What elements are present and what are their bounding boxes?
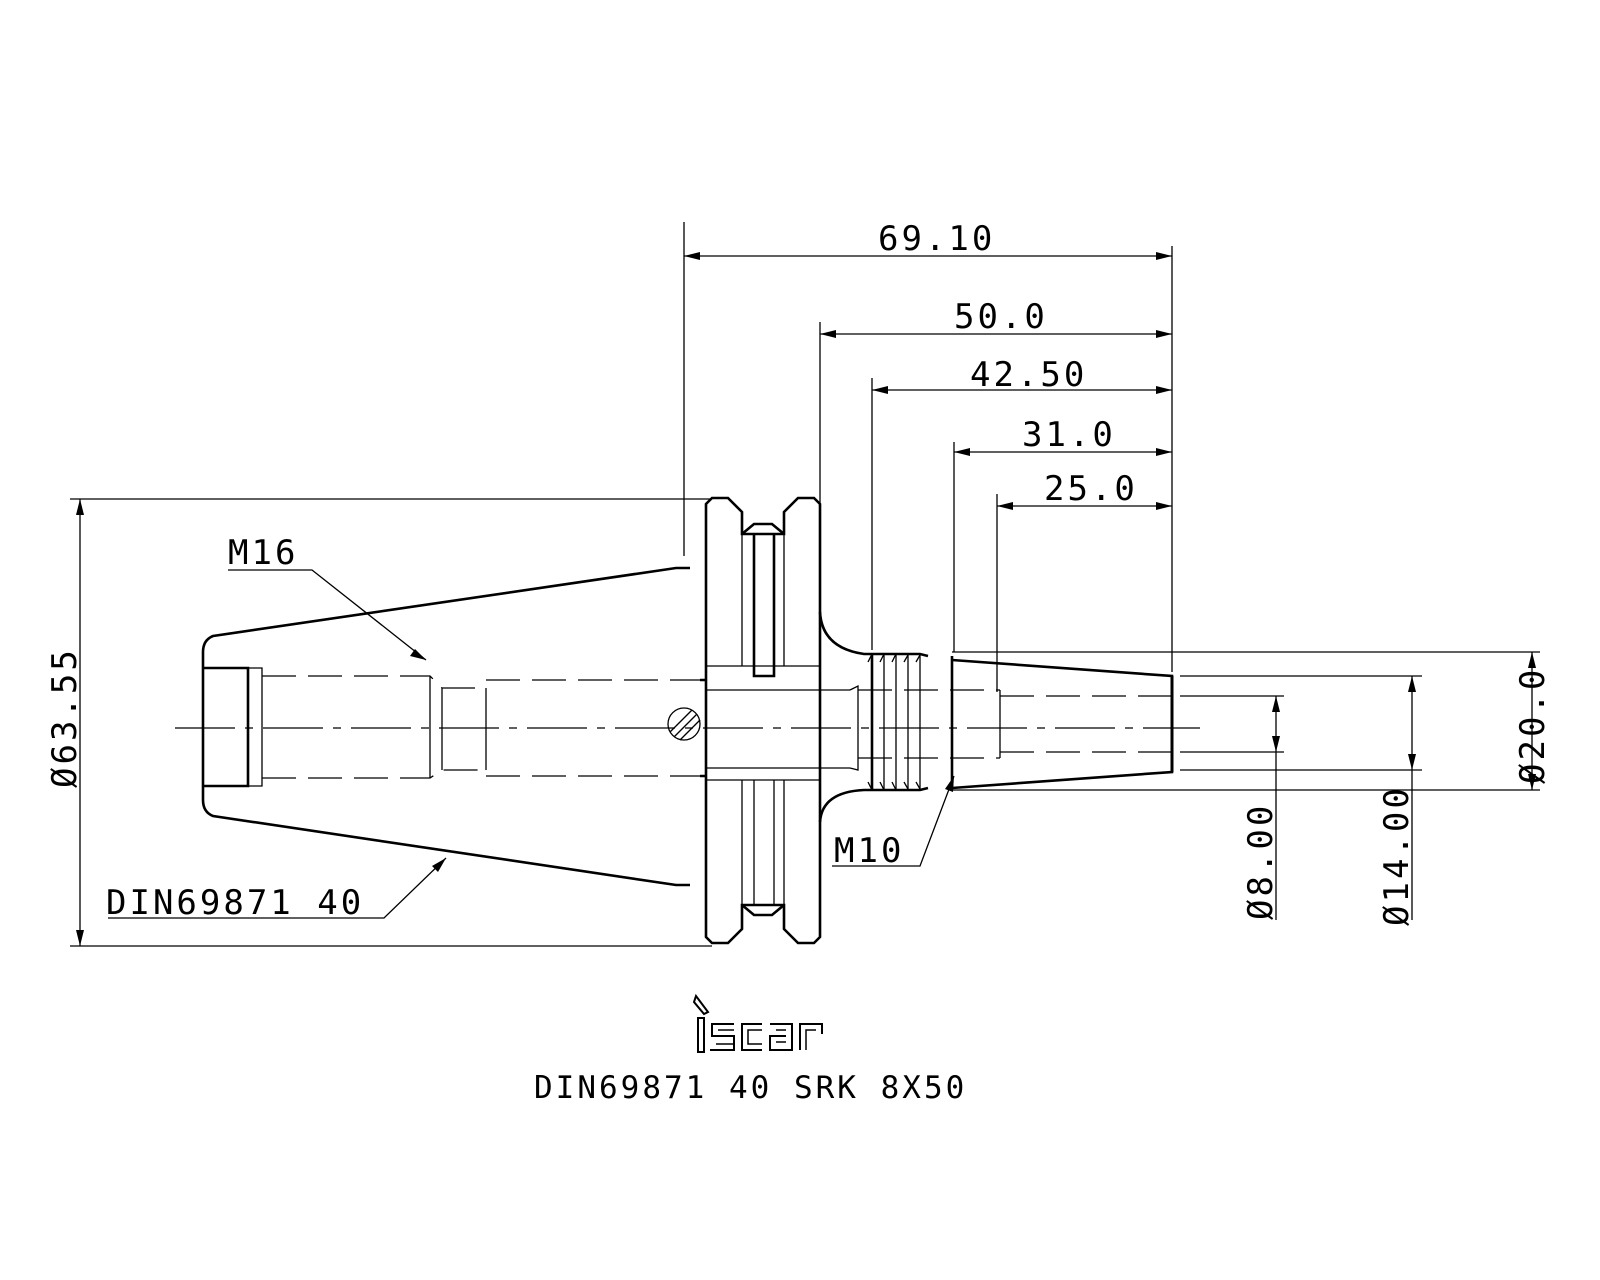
coolant-plug: [667, 707, 701, 741]
m10-leader: [832, 775, 955, 867]
dim-tip-diameter: Ø20.0: [1513, 667, 1553, 784]
dim-length-31: 31.0: [1022, 415, 1116, 455]
thread-section: [867, 652, 954, 792]
drive-slot-top: [752, 534, 776, 678]
dim-overall-length: 69.10: [878, 219, 995, 259]
iscar-logo: [692, 993, 823, 1053]
dim-length-25: 25.0: [1044, 469, 1138, 509]
dim-shank-diameter: Ø14.00: [1377, 785, 1417, 926]
hidden-bore-lower: [262, 769, 486, 779]
dim-length-42: 42.50: [970, 355, 1087, 395]
nose-taper: [951, 658, 1174, 790]
dim-flange-diameter: Ø63.55: [45, 647, 85, 788]
v-groove-top: [741, 522, 785, 535]
callout-din-taper: DIN69871 40: [106, 883, 364, 923]
callout-m16: M16: [228, 533, 298, 573]
part-designation: DIN69871 40 SRK 8X50: [534, 1070, 967, 1106]
callout-m10: M10: [834, 831, 904, 871]
taper-shank-outline: [201, 566, 690, 887]
v-groove-bottom: [741, 904, 785, 917]
neck-upper: [818, 611, 872, 656]
neck-lower: [818, 788, 872, 823]
flange-bore: [700, 678, 706, 778]
tool-holder-body: [175, 496, 1200, 945]
recess-inner: [248, 667, 263, 787]
din-leader: [108, 857, 447, 919]
m16-leader: [228, 569, 427, 661]
dimension-lines: [70, 222, 1540, 947]
flange-outline: [704, 496, 822, 945]
dim-length-50: 50.0: [954, 297, 1048, 337]
hidden-bore-upper: [262, 675, 486, 689]
pull-stud-recess: [203, 666, 250, 788]
neck-shoulder: [849, 684, 859, 771]
dim-bore-diameter: Ø8.00: [1241, 803, 1281, 920]
